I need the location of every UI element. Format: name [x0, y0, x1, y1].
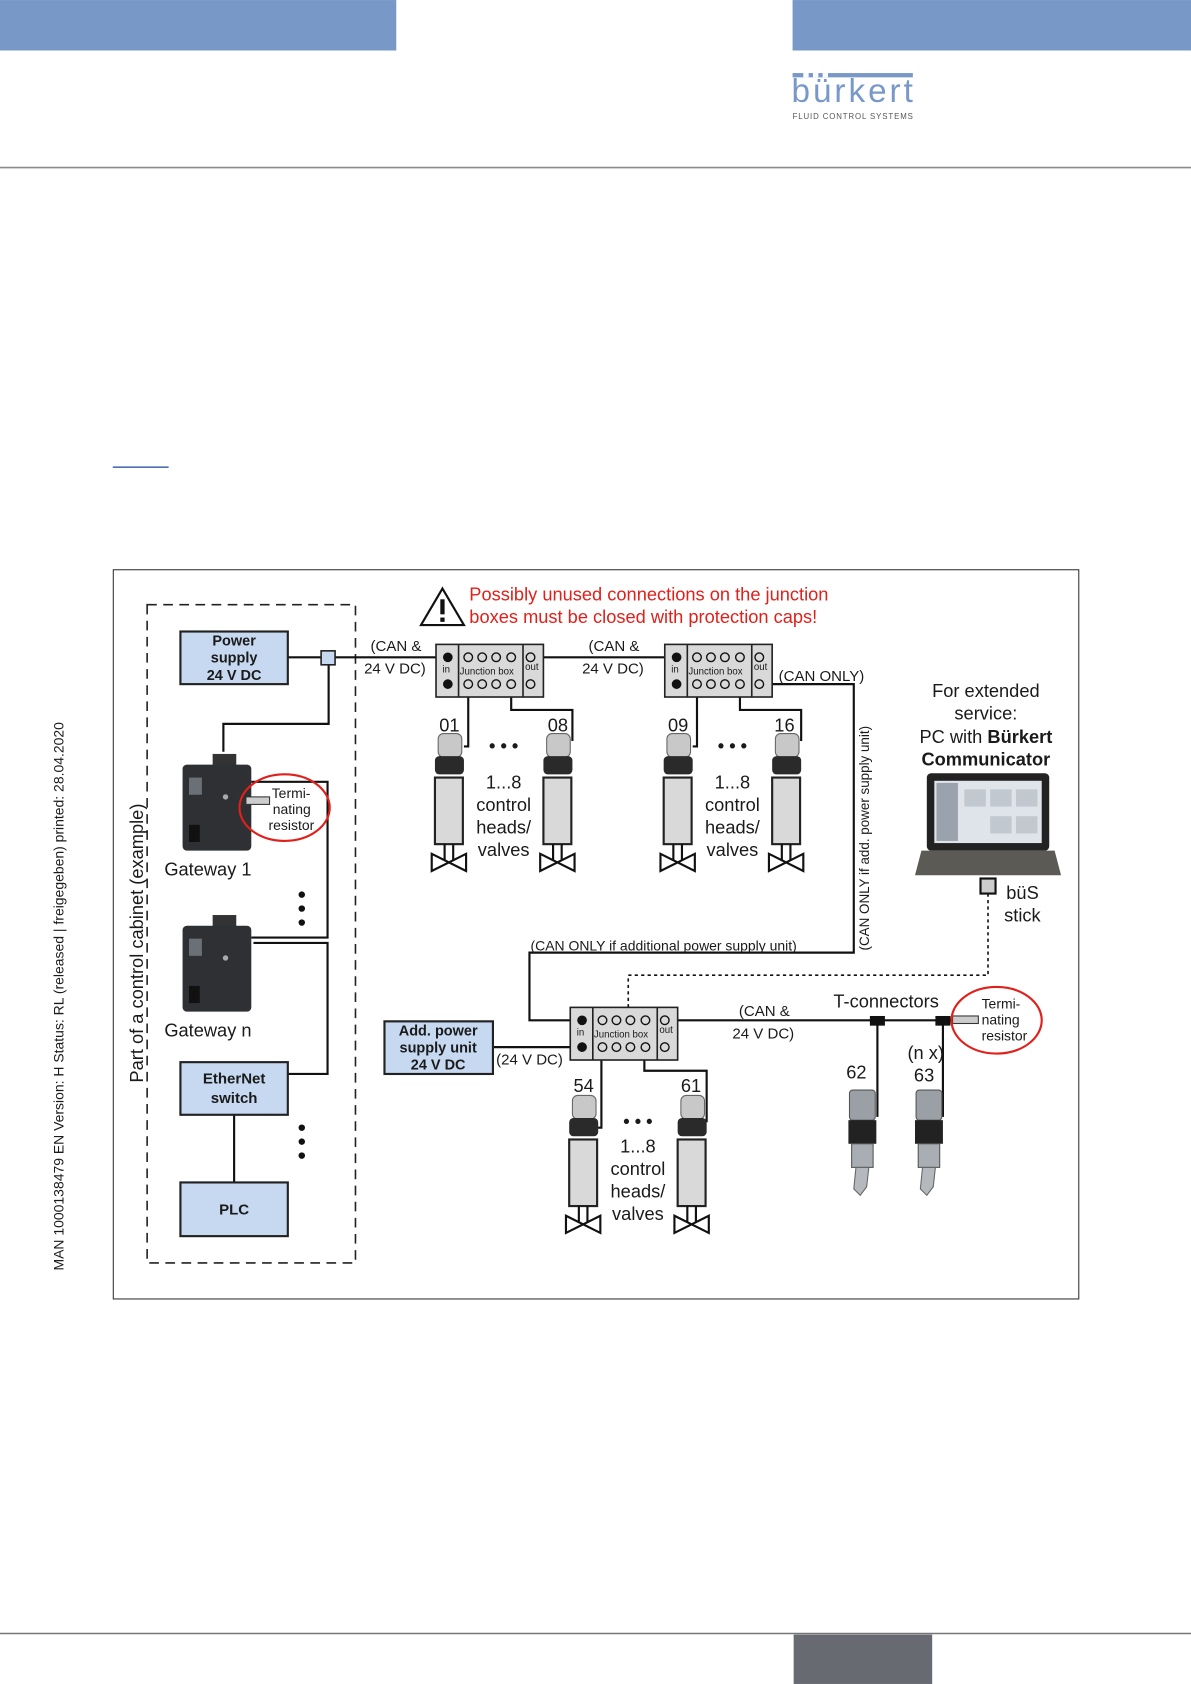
- network-diagram: Part of a control cabinet (example) Poss…: [112, 569, 1080, 1300]
- t-connector-icon: [869, 1015, 885, 1026]
- bus-stick-label: stick: [1004, 904, 1041, 925]
- group-text: heads/: [476, 816, 532, 837]
- can-only-horizontal-label: (CAN ONLY if additional power supply uni…: [531, 937, 797, 953]
- valve-number: 61: [681, 1075, 701, 1096]
- pc-text: For extended: [932, 680, 1040, 701]
- group-text: heads/: [611, 1180, 667, 1201]
- resistor-label: nating: [982, 1012, 1020, 1028]
- resistor-label: nating: [273, 801, 311, 817]
- logo-wordmark: bürkert: [791, 73, 912, 110]
- jb1-in-label: in: [442, 664, 450, 675]
- 24v-label: (24 V DC): [496, 1051, 563, 1068]
- pc-text-brand: Bürkert: [987, 726, 1052, 747]
- can-24v-label: (CAN &: [371, 638, 422, 655]
- t-splitter: [320, 650, 336, 666]
- more-devices-dots: [298, 1124, 305, 1159]
- group-text: control: [705, 794, 760, 815]
- cabinet-label: Part of a control cabinet (example): [126, 804, 147, 1083]
- group-count: 1...8: [715, 771, 751, 792]
- resistor-label: Termi-: [982, 995, 1021, 1011]
- resistor-label: resistor: [982, 1028, 1028, 1044]
- group-count: 1...8: [486, 771, 522, 792]
- ethernet-switch-box: EtherNet switch: [179, 1061, 289, 1116]
- t-connector-icon: [935, 1015, 951, 1026]
- power-supply-label: Power: [212, 633, 256, 649]
- more-gateways-dots: [298, 891, 305, 926]
- resistor-label: resistor: [268, 817, 314, 833]
- jb2-in-label: in: [671, 664, 679, 675]
- laptop-icon: [914, 773, 1062, 876]
- can-24v-label: 24 V DC): [582, 660, 644, 677]
- valve-number: 16: [774, 714, 794, 735]
- group-text: heads/: [705, 816, 761, 837]
- jb3-in-label: in: [577, 1027, 585, 1038]
- jb3-out-label: out: [659, 1025, 673, 1036]
- plc-box: PLC: [179, 1181, 289, 1238]
- add-power-voltage: 24 V DC: [411, 1058, 466, 1074]
- can-24v-label: 24 V DC): [364, 660, 426, 677]
- can-only-vertical-label: (CAN ONLY if add. power supply unit): [857, 726, 872, 951]
- burkert-logo: bürkert FLUID CONTROL SYSTEMS: [791, 73, 913, 121]
- can-24v-label: (CAN &: [739, 1003, 790, 1020]
- document-status-note: MAN 1000138479 EN Version: H Status: RL …: [50, 722, 66, 1271]
- logo-tagline: FLUID CONTROL SYSTEMS: [793, 112, 913, 121]
- jb2-label: Junction box: [688, 666, 742, 677]
- valve-number: 54: [573, 1075, 593, 1096]
- device-number: 63: [914, 1064, 934, 1085]
- terminating-resistor-2: Termi- nating resistor: [950, 985, 1043, 1055]
- add-power-label: supply unit: [400, 1040, 477, 1056]
- header-bar-right: [792, 0, 1191, 51]
- valve-number: 09: [668, 714, 688, 735]
- jb3-label: Junction box: [594, 1029, 648, 1040]
- pc-text: service:: [954, 703, 1017, 724]
- group-text: valves: [612, 1203, 664, 1224]
- jb1-out-label: out: [525, 662, 539, 673]
- warning-triangle-icon: [419, 586, 466, 627]
- header-bar-left: [0, 0, 397, 51]
- can-only-label: (CAN ONLY): [779, 668, 865, 685]
- gateway-1-label: Gateway 1: [164, 858, 251, 879]
- gateway-n-image: [182, 915, 252, 1012]
- group-text: valves: [707, 839, 759, 860]
- group-text: control: [611, 1158, 666, 1179]
- jb2-out-label: out: [754, 662, 768, 673]
- power-supply-box: Power supply 24 V DC: [179, 630, 289, 686]
- switch-label: EtherNet: [203, 1071, 266, 1088]
- t-connectors-label: T-connectors: [833, 990, 939, 1011]
- can-24v-label: (CAN &: [589, 638, 640, 655]
- ellipsis-dots: • • •: [718, 735, 747, 756]
- ellipsis-dots: • • •: [489, 735, 518, 756]
- page-number-tab: [793, 1634, 933, 1684]
- pc-software-name: Communicator: [921, 749, 1050, 770]
- warning-line-2: boxes must be closed with protection cap…: [469, 606, 817, 627]
- group-text: control: [476, 794, 531, 815]
- switch-label: switch: [211, 1090, 258, 1107]
- control-cabinet-boundary: [146, 603, 357, 1264]
- valve-number: 08: [548, 714, 568, 735]
- group-text: valves: [478, 839, 530, 860]
- ellipsis-dots: • • •: [623, 1111, 652, 1132]
- bus-stick-icon: [979, 877, 997, 895]
- pc-text: PC with Bürkert: [919, 726, 1052, 747]
- jb1-label: Junction box: [460, 666, 514, 677]
- add-power-label: Add. power: [399, 1023, 478, 1039]
- bus-stick-label: büS: [1006, 882, 1038, 903]
- power-supply-label: supply: [211, 651, 258, 667]
- warning-line-1: Possibly unused connections on the junct…: [469, 583, 828, 604]
- gateway-n-label: Gateway n: [164, 1019, 251, 1040]
- group-count: 1...8: [620, 1135, 656, 1156]
- power-supply-voltage: 24 V DC: [207, 668, 262, 684]
- pc-text-prefix: PC with: [919, 726, 987, 747]
- valve-number: 01: [439, 714, 459, 735]
- resistor-label: Termi-: [272, 785, 311, 801]
- add-power-supply-box: Add. power supply unit 24 V DC: [383, 1020, 495, 1076]
- device-multiplier: (n x): [907, 1042, 944, 1063]
- plc-label: PLC: [219, 1202, 249, 1219]
- service-connection-dotted: [627, 893, 989, 1015]
- terminating-resistor-1: Termi- nating resistor: [238, 773, 331, 842]
- device-number: 62: [846, 1061, 866, 1082]
- can-24v-label: 24 V DC): [732, 1026, 794, 1043]
